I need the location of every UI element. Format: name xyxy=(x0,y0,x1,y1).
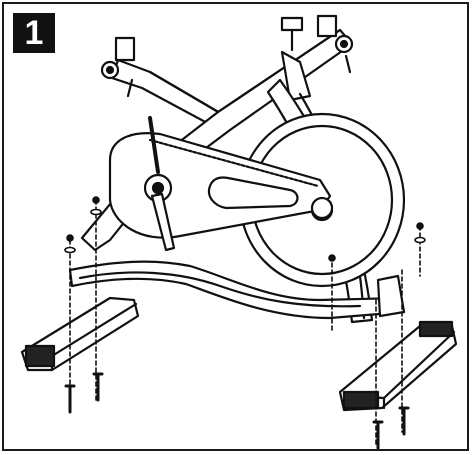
bolts-and-washers xyxy=(64,196,426,450)
front-stabilizer xyxy=(20,296,140,372)
crank xyxy=(148,116,176,252)
rear-stabilizer xyxy=(338,320,458,412)
step-number-badge: 1 xyxy=(13,13,55,53)
handlebar-knobs xyxy=(100,14,354,98)
